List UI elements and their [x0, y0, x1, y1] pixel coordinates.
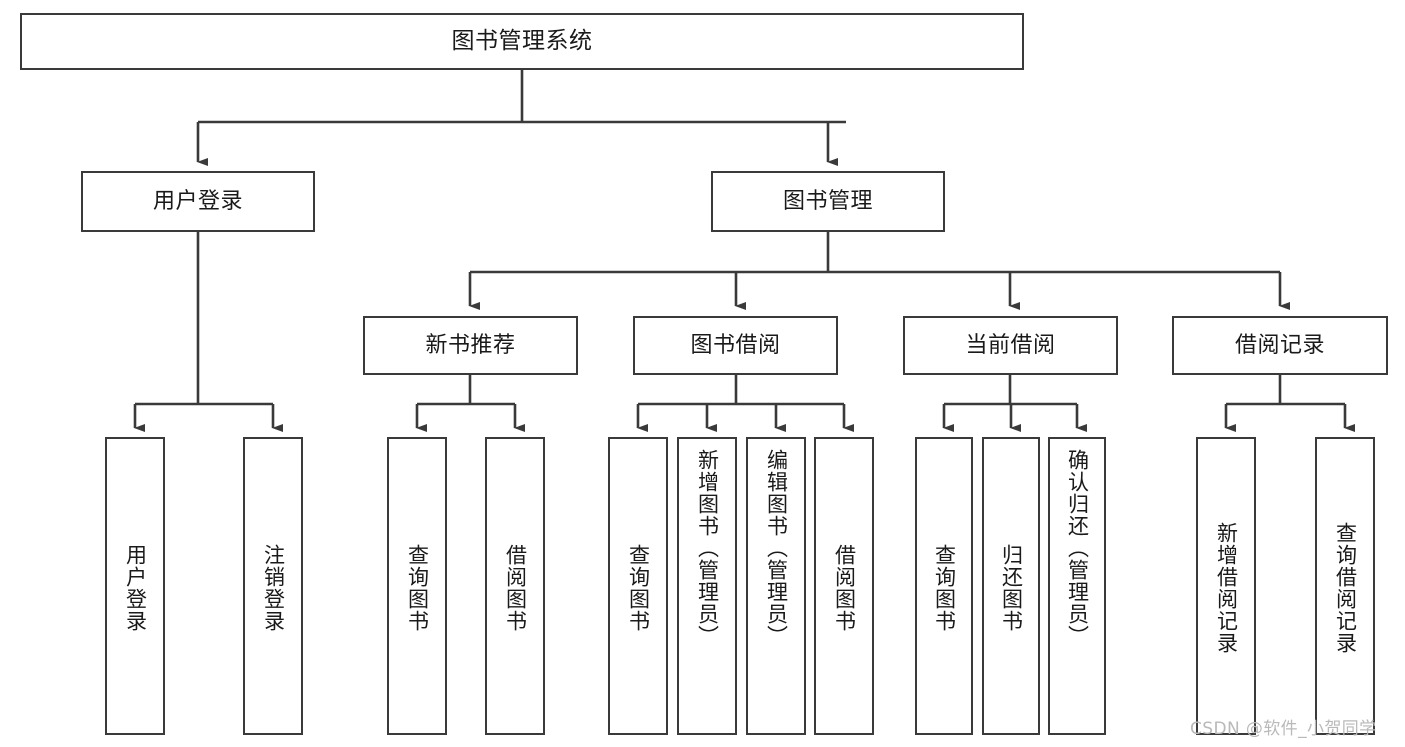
- leaf-confirm-return-admin-label: 确认归还（管理员）: [1065, 449, 1090, 647]
- leaf-user-login[interactable]: 用户登录: [105, 437, 165, 735]
- leaf-logout[interactable]: 注销登录: [243, 437, 303, 735]
- leaf-edit-book-admin-label: 编辑图书（管理员）: [764, 449, 789, 647]
- leaf-query-book-current-label: 查询图书: [932, 544, 957, 632]
- leaf-return-book-label: 归还图书: [999, 544, 1024, 632]
- node-book-management[interactable]: 图书管理: [711, 171, 945, 232]
- leaf-query-borrow-record-label: 查询借阅记录: [1333, 522, 1358, 654]
- watermark: CSDN @软件_小贺同学: [1190, 719, 1377, 739]
- leaf-borrow-book-newbook[interactable]: 借阅图书: [485, 437, 545, 735]
- leaf-borrow-book-newbook-label: 借阅图书: [503, 544, 528, 632]
- leaf-add-borrow-record-label: 新增借阅记录: [1214, 522, 1239, 654]
- leaf-user-login-label: 用户登录: [123, 544, 148, 632]
- leaf-query-book-borrow[interactable]: 查询图书: [608, 437, 668, 735]
- node-current-borrow-label: 当前借阅: [965, 332, 1056, 358]
- node-new-book-recommend-label: 新书推荐: [425, 332, 516, 358]
- leaf-query-book-newbook[interactable]: 查询图书: [387, 437, 447, 735]
- leaf-borrow-book[interactable]: 借阅图书: [814, 437, 874, 735]
- node-user-login-label: 用户登录: [152, 188, 243, 214]
- leaf-query-book-current[interactable]: 查询图书: [915, 437, 973, 735]
- node-book-borrow-label: 图书借阅: [690, 332, 781, 358]
- leaf-add-book-admin[interactable]: 新增图书（管理员）: [677, 437, 737, 735]
- leaf-confirm-return-admin[interactable]: 确认归还（管理员）: [1048, 437, 1106, 735]
- node-book-borrow[interactable]: 图书借阅: [633, 316, 838, 375]
- leaf-borrow-book-label: 借阅图书: [832, 544, 857, 632]
- leaf-add-book-admin-label: 新增图书（管理员）: [695, 449, 720, 647]
- node-root[interactable]: 图书管理系统: [20, 13, 1024, 70]
- leaf-return-book[interactable]: 归还图书: [982, 437, 1040, 735]
- node-user-login[interactable]: 用户登录: [81, 171, 315, 232]
- node-root-label: 图书管理系统: [451, 27, 593, 54]
- node-new-book-recommend[interactable]: 新书推荐: [363, 316, 578, 375]
- node-borrow-record-label: 借阅记录: [1234, 332, 1325, 358]
- leaf-add-borrow-record[interactable]: 新增借阅记录: [1196, 437, 1256, 735]
- leaf-logout-label: 注销登录: [261, 544, 286, 632]
- leaf-query-book-newbook-label: 查询图书: [405, 544, 430, 632]
- node-current-borrow[interactable]: 当前借阅: [903, 316, 1118, 375]
- node-book-management-label: 图书管理: [782, 188, 873, 214]
- leaf-edit-book-admin[interactable]: 编辑图书（管理员）: [746, 437, 806, 735]
- node-borrow-record[interactable]: 借阅记录: [1172, 316, 1388, 375]
- leaf-query-borrow-record[interactable]: 查询借阅记录: [1315, 437, 1375, 735]
- leaf-query-book-borrow-label: 查询图书: [626, 544, 651, 632]
